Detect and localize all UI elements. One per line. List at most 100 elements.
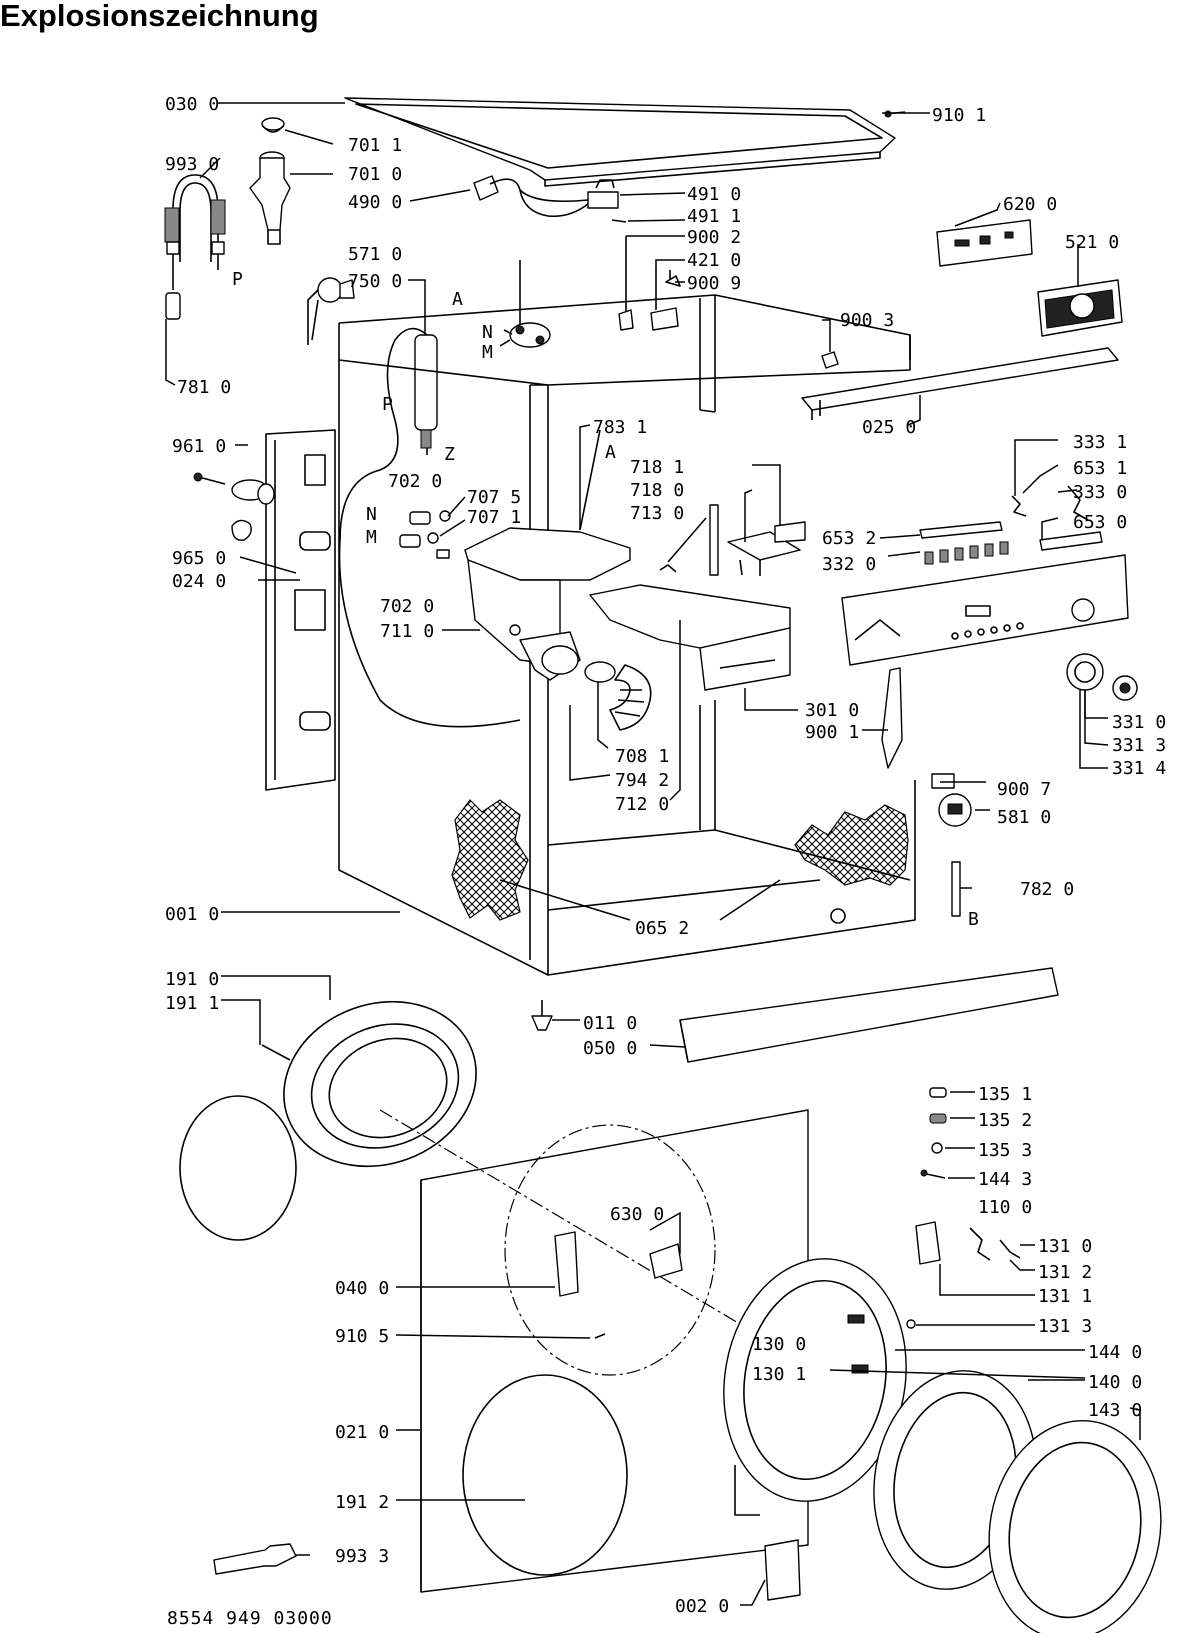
part-label: 708 1: [615, 746, 669, 767]
leader-lines: [165, 102, 1141, 1606]
adjustable-foot: [531, 1000, 553, 1031]
screw-491-1: [611, 219, 627, 223]
part-label: 782 0: [1020, 879, 1074, 900]
door-inner-frame: [988, 1419, 1162, 1633]
door-gasket: [179, 1000, 477, 1241]
top-cover: [344, 97, 896, 187]
marker-label: N: [482, 322, 493, 343]
document-number: 8554 949 03000: [167, 1608, 333, 1629]
part-label: 993 3: [335, 1546, 389, 1567]
part-label: 900 1: [805, 722, 859, 743]
kick-panel: [679, 967, 1059, 1063]
water-valve: [307, 277, 355, 345]
part-label: 131 3: [1038, 1316, 1092, 1337]
inlet-hose: [164, 174, 226, 320]
part-label: 702 0: [380, 596, 434, 617]
marker-label: B: [968, 909, 979, 930]
rear-panel: [265, 429, 336, 791]
door-lock-parts: [618, 236, 681, 331]
part-label: 024 0: [172, 571, 226, 592]
part-label: 702 0: [388, 471, 442, 492]
part-label: 783 1: [593, 417, 647, 438]
clips-333: [1011, 485, 1089, 521]
bellows-hose: [584, 661, 652, 731]
part-label: 011 0: [583, 1013, 637, 1034]
part-label: 025 0: [862, 417, 916, 438]
program-knob: [1066, 653, 1138, 701]
part-label: 490 0: [348, 192, 402, 213]
part-label: 144 0: [1088, 1342, 1142, 1363]
part-label: 630 0: [610, 1204, 664, 1225]
part-label: 750 0: [348, 271, 402, 292]
part-label: 065 2: [635, 918, 689, 939]
hinge-cover: [764, 1539, 801, 1601]
part-label: 135 1: [978, 1084, 1032, 1105]
part-label: 135 2: [978, 1110, 1032, 1131]
hose-fitting: [193, 472, 275, 505]
level-sensor: [338, 327, 521, 728]
door-outer-ring: [723, 1258, 907, 1502]
clip-900-3: [821, 351, 839, 369]
part-label: 910 1: [932, 105, 986, 126]
part-label: 900 9: [687, 273, 741, 294]
dispenser-housing: [464, 527, 631, 681]
part-label: 331 3: [1112, 735, 1166, 756]
part-label: 333 1: [1073, 432, 1127, 453]
control-panel: [841, 554, 1129, 666]
part-label: 131 0: [1038, 1236, 1092, 1257]
part-label: 131 1: [1038, 1286, 1092, 1307]
part-label: 900 7: [997, 779, 1051, 800]
part-label: 421 0: [687, 250, 741, 271]
part-label: 620 0: [1003, 194, 1057, 215]
part-label: 701 0: [348, 164, 402, 185]
part-label: 331 0: [1112, 712, 1166, 733]
part-label: 653 2: [822, 528, 876, 549]
part-label: 707 1: [467, 507, 521, 528]
part-label: 521 0: [1065, 232, 1119, 253]
part-label: 961 0: [172, 436, 226, 457]
part-label: 110 0: [978, 1197, 1032, 1218]
part-label: 131 2: [1038, 1262, 1092, 1283]
screw-910-1: [884, 110, 906, 118]
part-label: 191 1: [165, 993, 219, 1014]
insulation-right: [794, 804, 909, 886]
diagram-title: Explosionszeichnung: [0, 0, 319, 33]
part-label: 143 0: [1088, 1400, 1142, 1421]
drawer-parts: [659, 504, 806, 576]
part-label: 130 0: [752, 1334, 806, 1355]
part-label: 332 0: [822, 554, 876, 575]
part-label: 491 1: [687, 206, 741, 227]
part-label: 001 0: [165, 904, 219, 925]
part-label: 191 2: [335, 1492, 389, 1513]
cap-701-1: [261, 117, 285, 133]
small-fasteners: [906, 1087, 947, 1329]
cabinet: [338, 294, 916, 976]
part-label: 713 0: [630, 503, 684, 524]
part-label: 653 0: [1073, 512, 1127, 533]
top-front-bar: [801, 347, 1119, 420]
part-label: 140 0: [1088, 1372, 1142, 1393]
power-cord: [473, 175, 589, 218]
dispenser-drawer: [589, 584, 791, 691]
part-label: 900 3: [840, 310, 894, 331]
part-label: 301 0: [805, 700, 859, 721]
pin-782-0: [951, 861, 961, 917]
button-strip: [919, 521, 1103, 565]
part-label: 718 0: [630, 480, 684, 501]
part-label: 711 0: [380, 621, 434, 642]
part-label: 900 2: [687, 227, 741, 248]
part-label: 331 4: [1112, 758, 1166, 779]
latch-900-1: [881, 667, 903, 769]
part-label: 718 1: [630, 457, 684, 478]
part-label: 050 0: [583, 1038, 637, 1059]
part-label: 030 0: [165, 94, 219, 115]
ring-965-0: [231, 519, 252, 541]
part-label: 002 0: [675, 1596, 729, 1617]
part-label: 581 0: [997, 807, 1051, 828]
front-panel: [379, 1109, 1121, 1593]
part-label: 701 1: [348, 135, 402, 156]
rod-783-1: [579, 429, 601, 531]
part-label: 491 0: [687, 184, 741, 205]
part-label: 965 0: [172, 548, 226, 569]
